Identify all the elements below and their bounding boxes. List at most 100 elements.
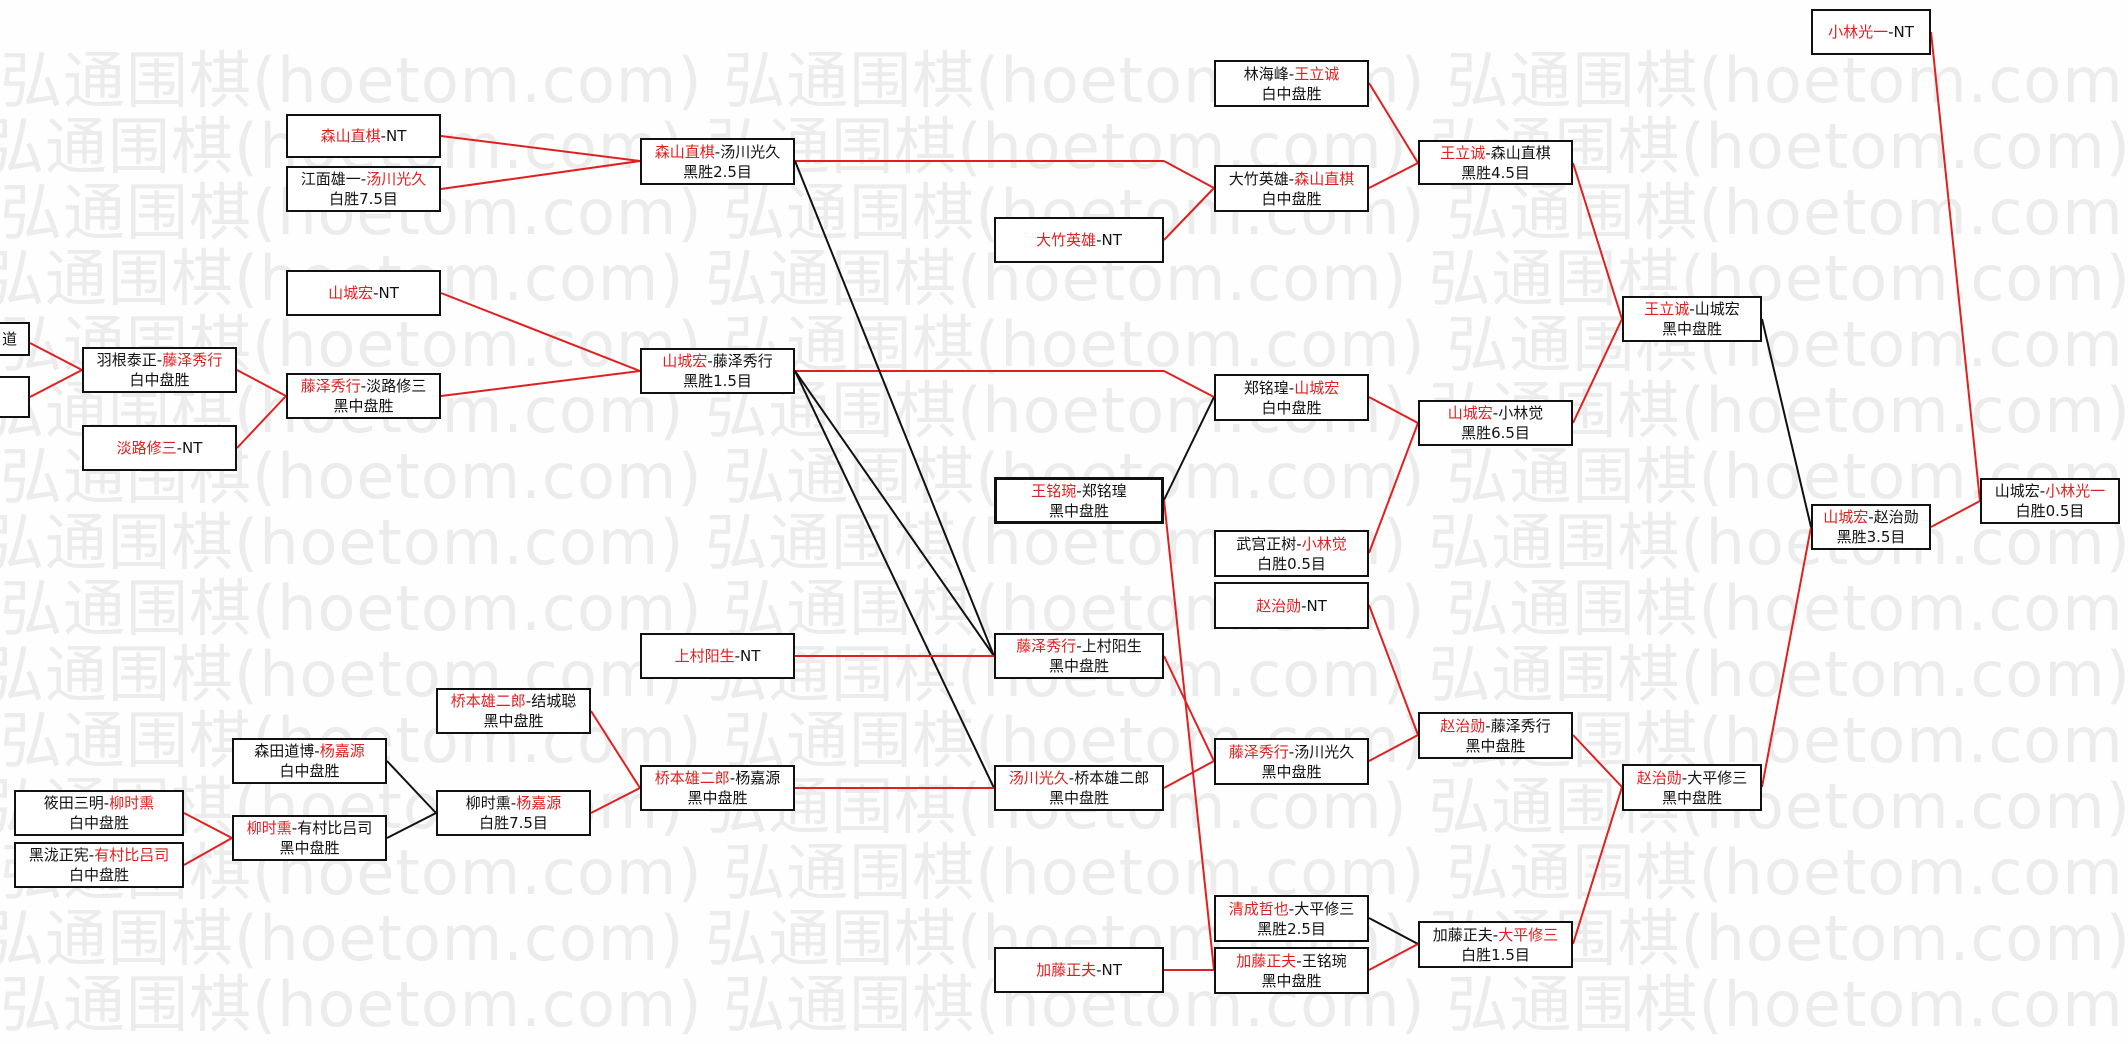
match-players: 柳时熏-有村比吕司 (246, 819, 373, 837)
match-result: 白胜1.5目 (1461, 945, 1530, 964)
match-result: 黑胜6.5目 (1461, 424, 1530, 442)
match-players: 山城宏-NT (328, 284, 399, 302)
bracket-node: 赵治勋-NT (1214, 582, 1369, 629)
bracket-node: 藤泽秀行-汤川光久 黑中盘胜 (1214, 738, 1369, 785)
match-winner: 清成哲也 (1228, 899, 1289, 918)
bracket-node: 大竹英雄-森山直棋 白中盘胜 (1214, 165, 1369, 212)
bracket-node: 森山直棋-汤川光久 黑胜2.5目 (640, 138, 795, 185)
match-result: 黑中盘胜 (1261, 971, 1322, 990)
match-players: 山城宏-赵治勋 (1823, 508, 1919, 526)
match-winner: 赵治勋 (1440, 716, 1486, 735)
match-winner: 王立诚 (1294, 64, 1340, 83)
connector-line (1163, 370, 1215, 398)
connector-line (183, 812, 233, 839)
connector-line (1572, 162, 1623, 320)
match-players: 森山直棋-NT (320, 127, 407, 145)
connector-line (1368, 162, 1419, 189)
connector-line (1163, 187, 1215, 241)
connector-line (183, 837, 233, 866)
match-players: 加藤正夫-NT (1036, 961, 1122, 979)
match-players: 森山直棋-汤川光久 (654, 142, 781, 161)
match-result: 白中盘胜 (1261, 84, 1322, 103)
bracket-node: 黑泷正宪-有村比吕司 白中盘胜 (14, 842, 184, 888)
match-winner: 小林光一 (1828, 23, 1889, 41)
bracket-node: 山城宏-小林觉 黑胜6.5目 (1418, 400, 1573, 446)
bracket-node: 桥本雄二郎-杨嘉源 黑中盘胜 (640, 765, 795, 811)
match-winner: 山城宏 (328, 284, 374, 302)
match-winner: 杨嘉源 (516, 794, 562, 812)
connector-line (1163, 499, 1215, 971)
bracket-node: 上村阳生-NT (640, 633, 795, 679)
bracket-node: 江面雄一-汤川光久 白胜7.5目 (286, 166, 441, 212)
connector-line (590, 787, 641, 814)
bracket-node: 淡路修三-NT (82, 425, 237, 471)
bracket-node: 王立诚-森山直棋 黑胜4.5目 (1418, 140, 1573, 185)
bracket-node: 山城宏-NT (286, 270, 441, 316)
match-result: 黑中盘胜 (279, 839, 340, 857)
match-players: 桥本雄二郎-结城聪 (450, 692, 577, 710)
match-players: 赵治勋-大平修三 (1636, 768, 1748, 787)
connector-line (440, 135, 641, 162)
bracket-node: 筱田三明-柳时熏 白中盘胜 (14, 790, 184, 836)
connector-line (236, 395, 287, 449)
match-result: 白中盘胜 (68, 866, 129, 884)
match-winner: 小林觉 (1301, 534, 1347, 553)
match-players: 羽根泰正-藤泽秀行 (96, 351, 223, 369)
connector-line (440, 292, 641, 372)
bracket-node: 汤川光久-桥本雄二郎 黑中盘胜 (994, 765, 1164, 811)
connector-line (1368, 82, 1419, 164)
match-winner: 山城宏 (662, 352, 708, 370)
connector-line (1572, 318, 1623, 424)
bracket-node: 郑铭瑝-山城宏 白中盘胜 (1214, 374, 1369, 421)
match-players: 黑泷正宪-有村比吕司 (28, 846, 170, 864)
bracket-node: 武宫正树-小林觉 白胜0.5目 (1214, 530, 1369, 577)
connector-line (1572, 786, 1623, 945)
match-players: 藤泽秀行-淡路修三 (300, 377, 427, 395)
match-result: 黑中盘胜 (687, 789, 748, 807)
bracket-node: 王立诚-山城宏 黑中盘胜 (1622, 296, 1762, 342)
match-players: 江面雄一-汤川光久 (300, 170, 427, 188)
match-winner: 有村比吕司 (94, 846, 170, 864)
match-winner: 山城宏 (1823, 508, 1869, 526)
connector-line (440, 160, 641, 190)
connector-line (1368, 396, 1419, 424)
connector-line (1368, 604, 1419, 736)
match-result: 黑中盘胜 (1048, 789, 1109, 807)
match-result: 黑中盘胜 (1261, 762, 1322, 781)
match-players: 小林光一-NT (1828, 23, 1914, 41)
match-winner: 森山直棋 (320, 127, 381, 145)
match-winner: 赵治勋 (1636, 768, 1682, 787)
connector-line (29, 369, 83, 398)
connector-line (1930, 31, 1981, 502)
match-result: 白胜0.5目 (2015, 502, 2085, 520)
match-winner: 加藤正夫 (1036, 961, 1097, 979)
connector-line (386, 760, 437, 814)
match-result: 黑胜4.5目 (1461, 163, 1530, 182)
connector-line (1163, 760, 1215, 789)
match-result: 白中盘胜 (1261, 189, 1322, 208)
match-winner: 大竹英雄 (1036, 231, 1097, 249)
match-winner: 桥本雄二郎 (450, 692, 526, 710)
match-result: 白中盘胜 (279, 762, 340, 780)
match-result: 黑中盘胜 (1661, 320, 1722, 338)
match-players: 藤泽秀行-上村阳生 (1016, 637, 1142, 655)
match-winner: 王立诚 (1440, 143, 1486, 162)
match-result: 黑胜2.5目 (1257, 919, 1326, 938)
match-result: 黑胜1.5目 (683, 372, 752, 390)
match-winner: 藤泽秀行 (1016, 637, 1077, 655)
match-result: 白中盘胜 (68, 814, 129, 832)
match-players: 淡路修三-NT (116, 439, 203, 457)
bracket-node-final: 山城宏-小林光一 白胜0.5目 (1980, 478, 2120, 524)
match-winner: 王铭琬 (1031, 481, 1077, 500)
bracket-node: 林海峰-王立诚 白中盘胜 (1214, 60, 1369, 107)
bracket-node: 王铭琬-郑铭瑝 黑中盘胜 (994, 477, 1164, 524)
match-winner: 大平修三 (1498, 925, 1559, 944)
match-winner: 小林光一 (2045, 482, 2106, 500)
match-players: 王铭琬-郑铭瑝 (1031, 481, 1127, 500)
connector-line (1368, 734, 1419, 762)
match-players: 筱田三明-柳时熏 (43, 794, 155, 812)
match-winner: 王立诚 (1644, 300, 1690, 318)
match-players: 山城宏-小林觉 (1447, 404, 1544, 422)
bracket-node: 藤泽秀行-上村阳生 黑中盘胜 (994, 633, 1164, 679)
connector-line (29, 342, 83, 371)
